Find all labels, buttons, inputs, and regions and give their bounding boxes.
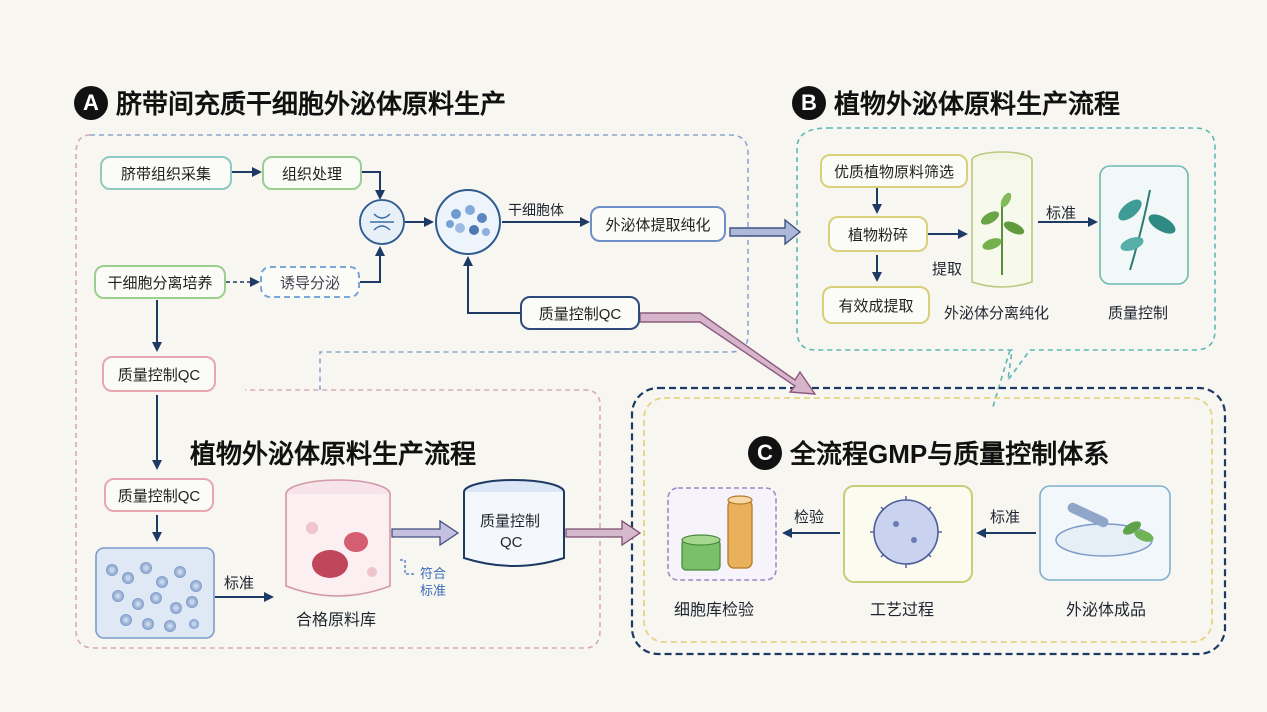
tank-label-2: QC	[500, 534, 523, 551]
exosome-cluster-icon	[435, 189, 501, 255]
section-c-title: C 全流程GMP与质量控制体系	[748, 434, 1109, 471]
section-c-inner	[643, 397, 1213, 643]
section-b-quality-control-label: 质量控制	[1108, 305, 1169, 322]
section-a-border	[90, 134, 749, 390]
plant-beaker-icon	[971, 151, 1033, 288]
cell-swirl-icon	[359, 199, 405, 245]
process-label: 工艺过程	[870, 602, 935, 619]
stem-cell-culture-node: 干细胞分离培养	[94, 265, 226, 299]
conform-label-1: 符合	[420, 566, 447, 581]
process-virus-icon	[843, 485, 973, 583]
section-c-outer	[630, 386, 1227, 656]
section-c-standard-label: 标准	[990, 509, 1021, 526]
product-dish-icon	[1039, 485, 1171, 581]
section-b-title-text: 植物外泌体原料生产流程	[834, 89, 1121, 119]
separation-purification-label: 外泌体分离纯化	[944, 305, 1050, 322]
lower-standard-label: 标准	[224, 575, 255, 592]
raw-selection-node: 优质植物原料筛选	[820, 154, 968, 188]
tissue-processing-node: 组织处理	[262, 156, 362, 190]
extraction-purification-node: 外泌体提取纯化	[590, 206, 726, 242]
induced-secretion-node: 诱导分泌	[260, 266, 360, 298]
section-a-badge: A	[74, 85, 108, 120]
section-b-border	[796, 127, 1216, 381]
leaf-card-icon	[1099, 165, 1189, 285]
lower-section-title: 植物外泌体原料生产流程	[190, 439, 477, 469]
raw-material-jar-icon	[285, 479, 391, 597]
finished-product-label: 外泌体成品	[1066, 602, 1147, 619]
section-c-badge: C	[748, 435, 782, 470]
cell-culture-dish-icon	[95, 547, 215, 639]
section-b-badge: B	[792, 85, 826, 120]
qc-loop-node: 质量控制QC	[520, 296, 640, 330]
qc-node-1: 质量控制QC	[102, 356, 216, 392]
section-b-title: B 植物外泌体原料生产流程	[792, 84, 1120, 121]
conform-label-2: 标准	[420, 583, 447, 598]
cell-bank-test-label: 细胞库检验	[674, 602, 755, 619]
qc-tank-icon	[463, 479, 565, 567]
section-a-title: A 脐带间充质干细胞外泌体原料生产	[74, 84, 506, 121]
qc-node-2: 质量控制QC	[104, 478, 214, 512]
effective-extraction-node: 有效成提取	[822, 286, 930, 324]
cell-bank-tubes-icon	[667, 487, 777, 581]
extraction-label: 提取	[932, 261, 963, 278]
umbilical-collection-node: 脐带组织采集	[100, 156, 232, 190]
inspect-label: 检验	[794, 509, 825, 526]
section-a-border-left	[75, 134, 601, 649]
tank-label-1: 质量控制	[480, 513, 541, 530]
qualified-library-label: 合格原料库	[296, 612, 377, 629]
stem-cell-label: 干细胞体	[508, 202, 564, 218]
crushing-node: 植物粉碎	[828, 216, 928, 252]
section-a-title-text: 脐带间充质干细胞外泌体原料生产	[116, 89, 507, 119]
section-b-standard-label: 标准	[1046, 205, 1077, 222]
section-c-title-text: 全流程GMP与质量控制体系	[790, 439, 1110, 469]
